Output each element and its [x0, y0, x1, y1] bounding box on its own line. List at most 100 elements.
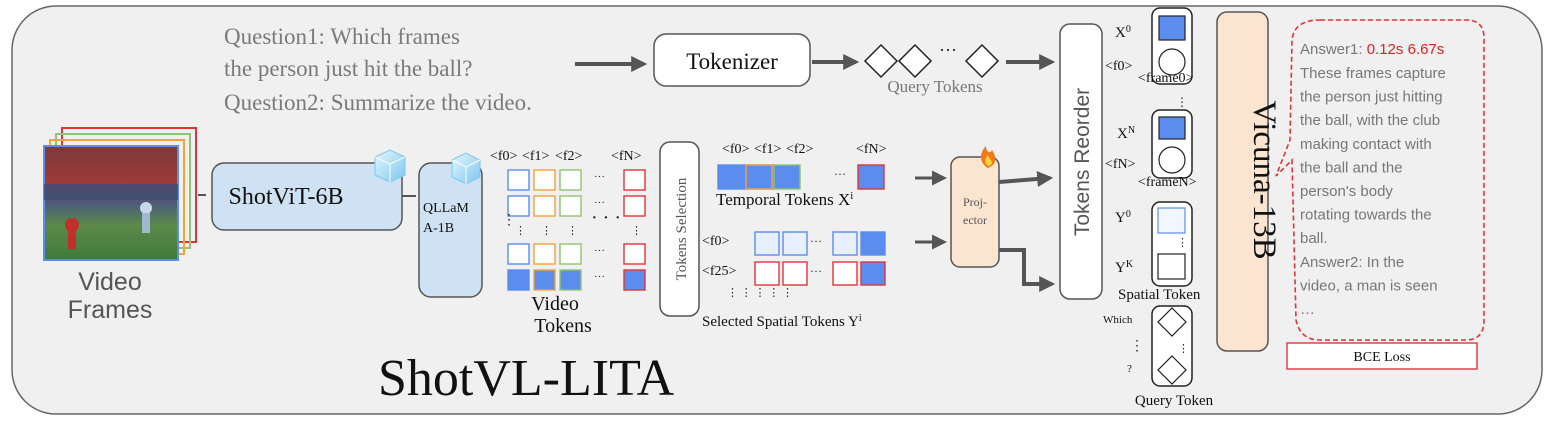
video-token [559, 269, 582, 291]
col-ellipsis: ⋮ [631, 225, 642, 237]
reordered-ellipsis: ⋮ [1176, 95, 1188, 109]
video-tokens-header-f2: <f2> [555, 149, 583, 164]
frameN-marker: <frameN> [1138, 175, 1197, 190]
spatial-ellipsis: ··· [810, 234, 822, 248]
question2-line: Question2: Summarize the video. [224, 90, 532, 115]
spatial-token-label: Spatial Token [1118, 287, 1201, 303]
video-tokens-header-f1: <f1> [522, 149, 550, 164]
row-ellipsis: ··· [594, 245, 605, 257]
qllama-label-line1: QLLaM [423, 201, 469, 216]
spatial-token [832, 261, 858, 286]
spatial-token [832, 231, 858, 256]
temporal-token [745, 164, 773, 190]
shotvit-label: ShotViT-6B [228, 184, 343, 210]
temporal-ellipsis: ··· [834, 167, 846, 181]
video-frame-image [43, 145, 179, 261]
spatial-ellipsis: ··· [810, 264, 822, 278]
projector-label-line2: ector [963, 213, 987, 227]
video-token [533, 169, 556, 191]
query-diamond [897, 43, 933, 79]
answer-line: Answer2: In the [1300, 254, 1404, 271]
arrow-projector-reorder-top [998, 171, 1054, 187]
answer-line: the ball and the [1300, 159, 1403, 176]
spatial-vertical-ellipsis: ⋮ ⋮ ⋮ ⋮ ⋮ [727, 287, 793, 299]
video-token [507, 195, 530, 217]
video-token [507, 243, 530, 265]
projector-label-line1: Proj- [963, 195, 987, 209]
video-frames-label-line1: Video [78, 268, 142, 296]
video-token [623, 195, 646, 217]
temporal-token [857, 164, 885, 190]
answer-bubble [1275, 19, 1485, 341]
video-frames-label-line2: Frames [68, 296, 153, 324]
query-diamond [964, 43, 1000, 79]
spatial-token [860, 231, 886, 256]
reordered-spatial-token [1157, 207, 1186, 234]
query-token-diamonds [863, 43, 1000, 79]
video-frames-stack [43, 127, 197, 261]
frozen-ice-icon [451, 152, 481, 185]
answer-line: … [1300, 301, 1315, 318]
temporal-header-f1: <f1> [754, 142, 782, 157]
diagram-title: ShotVL-LITA [378, 350, 675, 407]
y0-label: Y0 [1115, 209, 1131, 227]
spatial-token [782, 261, 808, 286]
row-ellipsis: ··· [594, 197, 605, 209]
col-ellipsis: ⋮ [515, 225, 526, 237]
temporal-token [773, 164, 801, 190]
row-ellipsis: ··· [594, 171, 605, 183]
trainable-flame-icon [981, 146, 996, 168]
query-ellipsis: ··· [939, 40, 957, 60]
video-tokens-label-line2: Tokens [534, 315, 592, 337]
reordered-spatial-token [1157, 253, 1186, 280]
answer-line: video, a man is seen [1300, 277, 1438, 294]
spatial-token-grid [754, 231, 886, 286]
spatial-token [860, 261, 886, 286]
xN-label: XN [1117, 125, 1135, 143]
spatial-token [754, 231, 780, 256]
tokenizer-box [653, 33, 811, 87]
video-tokens-header-fN: <fN> [611, 149, 642, 164]
row-ellipsis: ··· [594, 271, 605, 283]
qllama-box [418, 162, 483, 298]
video-token [507, 169, 530, 191]
vicuna-box [1216, 11, 1269, 352]
tokenizer-label: Tokenizer [686, 49, 778, 74]
projector-box [950, 156, 1000, 268]
tokens-reorder-label: Tokens Reorder [1071, 88, 1094, 236]
temporal-header-fN: <fN> [856, 142, 887, 157]
video-token [623, 169, 646, 191]
which-label: Which [1103, 314, 1133, 326]
spatial-token [782, 231, 808, 256]
bce-loss-box [1286, 342, 1478, 370]
reordered-ellipsis: ⋮ [1178, 343, 1189, 355]
reordered-query-token [1157, 355, 1187, 385]
answer-time: 0.12s 6.67s [1367, 41, 1445, 58]
video-token [559, 169, 582, 191]
qllama-label-line2: A-1B [423, 221, 454, 236]
reordered-marker-token [1158, 146, 1186, 174]
col-ellipsis: ⋮ [541, 225, 552, 237]
tokens-selection-box [659, 141, 700, 317]
query-diamond [863, 43, 899, 79]
answer-line: the person just hitting [1300, 89, 1443, 106]
x0-label: X0 [1115, 24, 1131, 42]
tokens-selection-label: Tokens Selection [674, 177, 690, 280]
reordered-marker-token [1158, 48, 1186, 76]
answer-line: the ball, with the club [1300, 112, 1440, 129]
bce-loss-label: BCE Loss [1353, 350, 1410, 365]
answer-line: These frames capture [1300, 65, 1446, 82]
reordered-ellipsis: ⋮ [1177, 237, 1188, 249]
query-token-label: Query Token [1135, 393, 1214, 409]
answer-text: These frames capture the person just hitt… [1300, 65, 1446, 318]
col-ellipsis: ⋮ [567, 225, 578, 237]
yK-label: YK [1115, 259, 1134, 277]
frozen-ice-icon [374, 149, 406, 183]
tokens-reorder-box [1059, 23, 1103, 300]
grid-ellipsis: · · · [591, 207, 621, 229]
answer1-line: Answer1: 0.12s 6.67s [1300, 41, 1444, 58]
arrow-projector-reorder-bottom [999, 248, 1056, 292]
answer-line: rotating towards the [1300, 207, 1432, 224]
video-token [533, 269, 556, 291]
